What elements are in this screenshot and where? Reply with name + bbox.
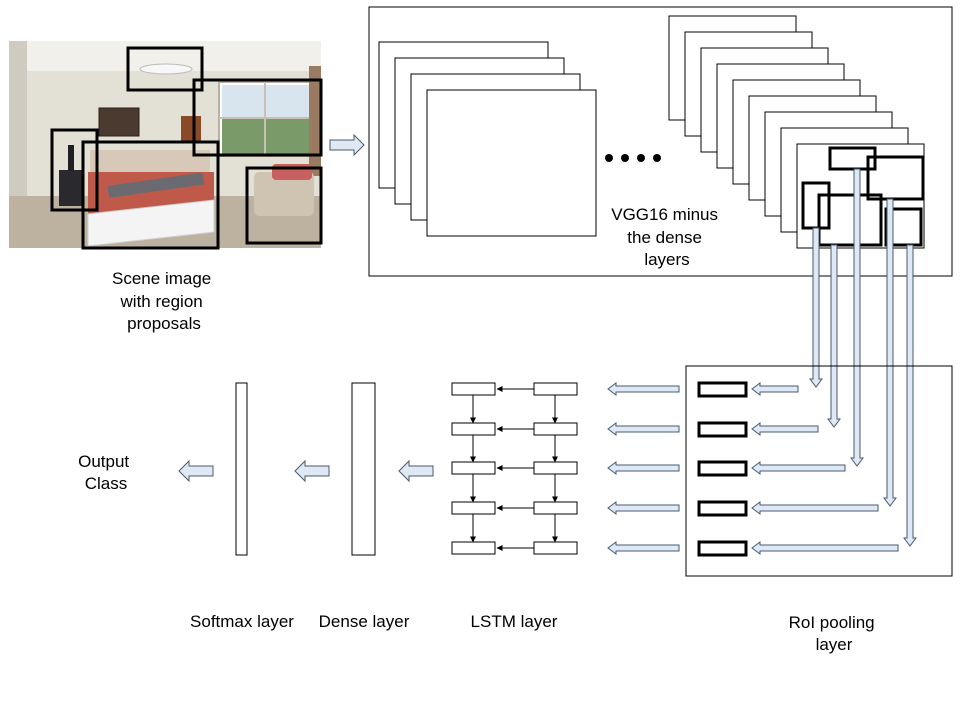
roi-to-lstm-arrow-1 bbox=[607, 382, 680, 396]
vgg16-block: VGG16 minus the dense layers bbox=[368, 6, 953, 277]
vertical-arrow-4 bbox=[883, 198, 897, 507]
lstm-cell-right-5 bbox=[533, 541, 578, 555]
photo-lamp bbox=[68, 145, 74, 171]
photo-nightstand bbox=[59, 170, 83, 206]
arrow-dense-to-softmax bbox=[294, 459, 330, 483]
lstm-block bbox=[451, 382, 578, 555]
photo-bed-head bbox=[90, 150, 210, 172]
dense-caption: Dense layer bbox=[319, 612, 410, 631]
roi-to-lstm-arrow-3 bbox=[607, 461, 680, 475]
photo-armchair bbox=[254, 172, 314, 216]
roi-output-2 bbox=[697, 421, 748, 438]
roi-input-arrow-1 bbox=[751, 382, 799, 396]
photo-shelf bbox=[181, 116, 201, 142]
roi-box-4 bbox=[817, 193, 883, 247]
lstm-cell-right-3 bbox=[533, 461, 578, 475]
arrow-scene-to-vgg bbox=[329, 133, 365, 157]
roi-outputs bbox=[607, 381, 899, 557]
photo-cushion bbox=[272, 164, 312, 180]
roi-caption: RoI pooling layer bbox=[789, 613, 880, 654]
feature-map-rois bbox=[801, 146, 925, 247]
scene-caption: Scene image with region proposals bbox=[112, 269, 216, 333]
photo-bed-skirt bbox=[87, 199, 215, 247]
photo-ceiling-fan bbox=[139, 63, 193, 75]
region-box-bed bbox=[81, 140, 220, 250]
roi-to-lstm-arrow-2 bbox=[607, 422, 680, 436]
lstm-cell-left-4 bbox=[451, 501, 496, 515]
lstm-cell-left-3 bbox=[451, 461, 496, 475]
roi-to-lstm-arrow-5 bbox=[607, 541, 680, 555]
vgg-frame bbox=[368, 6, 953, 277]
roi-to-lstm-arrow-4 bbox=[607, 501, 680, 515]
photo-bed-runner bbox=[107, 172, 205, 198]
vgg-feature-maps-left bbox=[378, 41, 597, 237]
vertical-arrow-2 bbox=[827, 244, 841, 428]
roi-projection-arrows bbox=[809, 168, 917, 547]
photo-trees bbox=[222, 118, 312, 154]
lstm-cell-left-5 bbox=[451, 541, 496, 555]
roi-pooling-block: RoI pooling layer bbox=[607, 365, 953, 654]
roi-output-1 bbox=[697, 381, 748, 398]
arrow-softmax-to-output bbox=[178, 459, 214, 483]
roi-output-5 bbox=[697, 540, 748, 557]
region-box-lamp bbox=[50, 128, 99, 212]
roi-output-3 bbox=[697, 460, 748, 477]
roi-input-arrow-5 bbox=[751, 541, 899, 555]
flow-arrows bbox=[329, 133, 365, 157]
photo-curtain bbox=[309, 66, 321, 176]
vgg-caption: VGG16 minus the dense layers bbox=[611, 205, 723, 269]
roi-input-arrow-3 bbox=[751, 461, 846, 475]
roi-box-2 bbox=[866, 155, 925, 201]
photo-sky bbox=[222, 85, 312, 118]
vertical-arrow-3 bbox=[850, 168, 864, 467]
region-box-chair bbox=[245, 166, 323, 245]
lstm-cell-right-4 bbox=[533, 501, 578, 515]
lstm-cell-left-1 bbox=[451, 382, 496, 396]
softmax-layer-bar bbox=[235, 382, 248, 556]
scene-image bbox=[9, 41, 323, 250]
photo-wall-art bbox=[98, 107, 140, 137]
arrow-lstm-to-dense bbox=[398, 459, 434, 483]
lstm-caption: LSTM layer bbox=[471, 612, 558, 631]
vertical-arrow-5 bbox=[903, 244, 917, 547]
roi-output-4 bbox=[697, 500, 748, 517]
roi-input-arrow-2 bbox=[751, 422, 819, 436]
feature-map-left-4 bbox=[426, 89, 597, 237]
lstm-cell-right-1 bbox=[533, 382, 578, 396]
lstm-cell-left-2 bbox=[451, 422, 496, 436]
region-proposals bbox=[50, 46, 323, 250]
vertical-arrow-1 bbox=[809, 227, 823, 388]
roi-box-5 bbox=[884, 207, 923, 247]
ellipsis-dots bbox=[605, 154, 661, 162]
region-box-window bbox=[192, 78, 323, 157]
region-box-fan bbox=[126, 46, 204, 92]
softmax-caption: Softmax layer bbox=[190, 612, 294, 631]
dense-layer-bar bbox=[351, 382, 376, 556]
lstm-cell-right-2 bbox=[533, 422, 578, 436]
roi-frame bbox=[685, 365, 953, 577]
roi-input-arrow-4 bbox=[751, 501, 879, 515]
output-flow-arrows bbox=[178, 459, 434, 483]
output-caption: Output Class bbox=[78, 452, 134, 493]
